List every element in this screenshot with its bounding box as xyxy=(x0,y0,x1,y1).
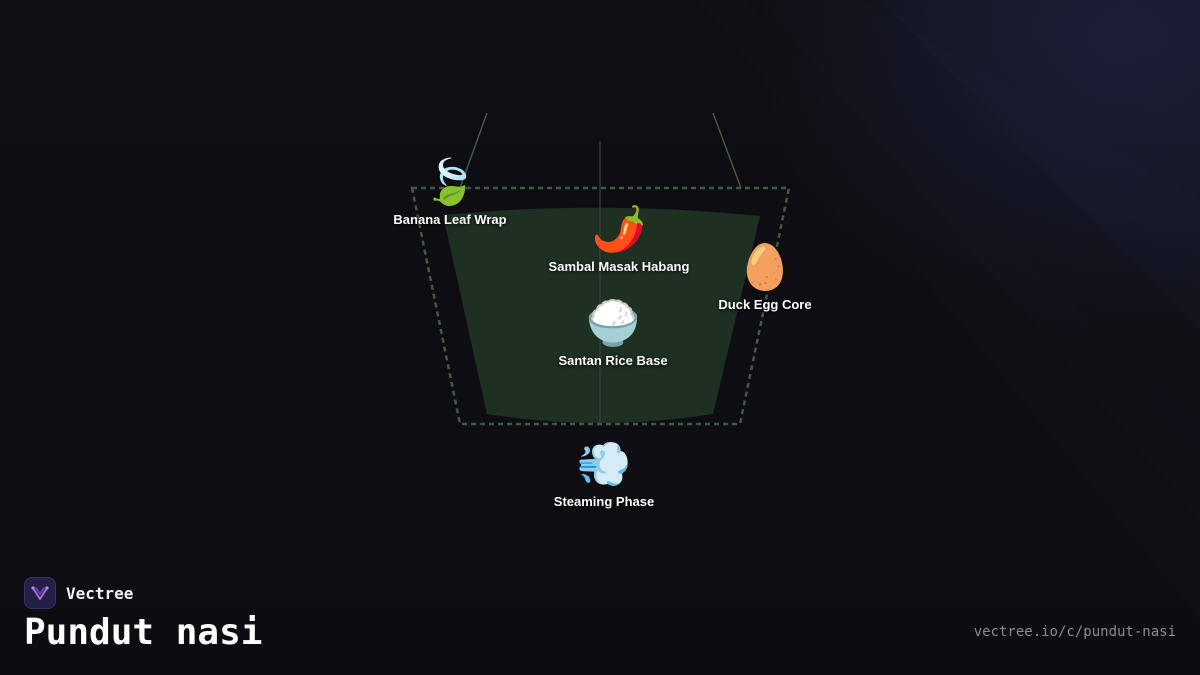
egg-icon: 🥚 xyxy=(737,242,793,293)
node-label: Santan Rice Base xyxy=(558,353,668,368)
node-sambal-masak-habang[interactable]: 🌶️ Sambal Masak Habang xyxy=(548,204,690,275)
node-banana-leaf-wrap[interactable]: 🍃 Banana Leaf Wrap xyxy=(393,157,507,228)
node-duck-egg-core[interactable]: 🥚 Duck Egg Core xyxy=(718,242,812,313)
node-label: Steaming Phase xyxy=(553,494,655,509)
node-steaming-phase[interactable]: 💨 Steaming Phase xyxy=(553,439,655,510)
wrap-fill-shape xyxy=(443,207,760,423)
node-santan-rice-base[interactable]: 🍚 Santan Rice Base xyxy=(558,298,668,369)
brand-name: Vectree xyxy=(66,583,134,603)
node-label: Duck Egg Core xyxy=(718,297,812,312)
vectree-logo-icon xyxy=(24,577,56,609)
chili-pepper-icon: 🌶️ xyxy=(591,204,647,255)
rice-bowl-icon: 🍚 xyxy=(585,298,641,349)
string-left xyxy=(459,112,488,189)
page-title: Pundut nasi xyxy=(24,612,263,653)
node-label: Banana Leaf Wrap xyxy=(393,212,507,227)
node-label: Sambal Masak Habang xyxy=(548,259,690,274)
brand[interactable]: Vectree xyxy=(24,577,133,609)
string-right xyxy=(712,112,742,189)
leaf-icon: 🍃 xyxy=(422,157,478,208)
page-url[interactable]: vectree.io/c/pundut-nasi xyxy=(973,624,1176,640)
steam-icon: 💨 xyxy=(576,439,632,490)
